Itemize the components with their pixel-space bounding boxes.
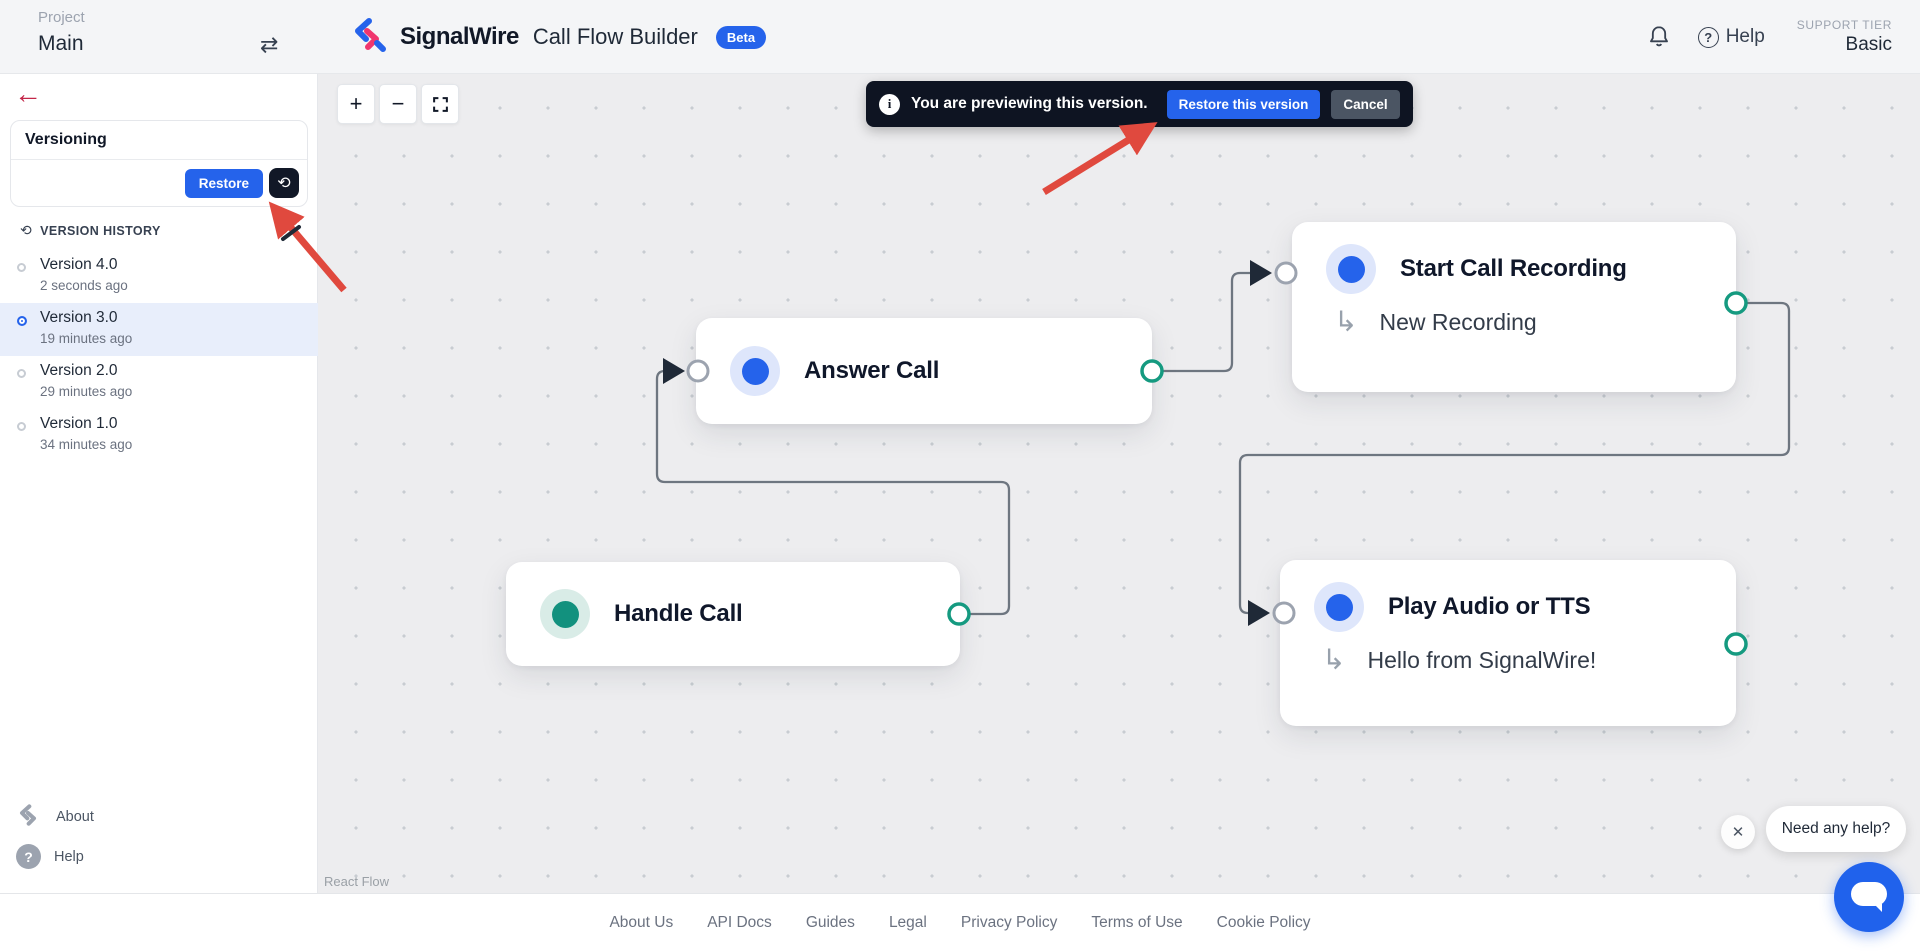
output-handle[interactable] (1724, 291, 1748, 315)
preview-message: You are previewing this version. (911, 95, 1148, 112)
footer-link-privacy-policy[interactable]: Privacy Policy (960, 913, 1058, 931)
restore-button[interactable]: Restore (184, 168, 263, 198)
input-handle[interactable] (1274, 261, 1298, 285)
node-start-call-recording[interactable]: Start Call Recording ↳ New Recording (1292, 222, 1736, 392)
footer: About Us API Docs Guides Legal Privacy P… (0, 893, 1920, 951)
signalwire-glyph-icon (20, 804, 36, 826)
version-time: 34 minutes ago (40, 437, 133, 452)
version-history-title: VERSION HISTORY (40, 223, 161, 238)
version-history-toggle-button[interactable]: ⟲ (269, 168, 299, 198)
history-icon: ⟲ (20, 222, 33, 238)
version-radio (17, 316, 27, 326)
node-title: Handle Call (614, 600, 743, 627)
signalwire-logo (355, 18, 386, 52)
node-dot (1326, 244, 1376, 294)
version-name: Version 2.0 (40, 362, 118, 379)
preview-banner: i You are previewing this version. Resto… (866, 81, 1413, 127)
switch-project-icon[interactable]: ⇄ (260, 32, 279, 57)
page-title: Call Flow Builder (532, 24, 698, 49)
version-name: Version 4.0 (40, 256, 118, 273)
output-handle[interactable] (947, 602, 971, 626)
cancel-button[interactable]: Cancel (1331, 89, 1400, 119)
footer-link-legal[interactable]: Legal (888, 913, 927, 931)
support-tier-value: Basic (1845, 34, 1892, 55)
beta-badge: Beta (715, 25, 767, 49)
version-radio (17, 422, 26, 431)
output-handle[interactable] (1724, 632, 1748, 656)
sidebar-help-button[interactable]: ? Help (16, 844, 84, 869)
fullscreen-icon (432, 96, 448, 112)
support-tier-label: SUPPORT TIER (1796, 18, 1892, 32)
about-label: About (56, 809, 94, 825)
versioning-panel-title: Versioning (11, 121, 307, 160)
project-name: Main (38, 32, 84, 55)
back-button[interactable]: ← (14, 78, 42, 109)
canvas-controls: + − (337, 84, 459, 124)
version-name: Version 1.0 (40, 415, 118, 432)
branch-arrow-icon: ↳ (1322, 644, 1346, 675)
branch-arrow-icon: ↳ (1334, 306, 1358, 337)
history-icon: ⟲ (277, 175, 291, 192)
output-handle[interactable] (1140, 359, 1164, 383)
node-dot (1314, 582, 1364, 632)
close-icon: ✕ (1731, 824, 1745, 841)
question-icon: ? (1697, 26, 1719, 48)
fullscreen-button[interactable] (421, 84, 459, 124)
node-handle-call[interactable]: Handle Call (506, 562, 960, 666)
node-subtitle: New Recording (1379, 308, 1537, 335)
version-list: Version 4.0 2 seconds ago Version 3.0 19… (0, 250, 318, 462)
app-header: Project Main ⇄ SignalWire Call Flow Buil… (0, 0, 1920, 74)
restore-this-version-button[interactable]: Restore this version (1166, 89, 1321, 119)
version-radio (17, 369, 26, 378)
footer-link-api-docs[interactable]: API Docs (707, 913, 772, 931)
footer-link-guides[interactable]: Guides (805, 913, 855, 931)
version-item[interactable]: Version 2.0 29 minutes ago (0, 356, 318, 409)
node-title: Start Call Recording (1400, 255, 1627, 282)
zoom-out-button[interactable]: − (379, 84, 417, 124)
chat-bubble-icon (1851, 882, 1887, 912)
version-history-header: ⟲ VERSION HISTORY (20, 222, 161, 239)
node-subtitle: Hello from SignalWire! (1367, 646, 1597, 673)
chat-launcher-button[interactable] (1834, 862, 1904, 932)
brand: SignalWire Call Flow Builder Beta (352, 0, 767, 74)
header-help-label: Help (1725, 26, 1765, 47)
input-handle[interactable] (686, 359, 710, 383)
node-title: Play Audio or TTS (1388, 593, 1591, 620)
footer-link-about-us[interactable]: About Us (609, 913, 674, 931)
version-name: Version 3.0 (40, 309, 118, 326)
version-time: 19 minutes ago (40, 331, 133, 346)
info-icon: i (879, 93, 900, 115)
help-label: Help (54, 848, 84, 865)
support-tier: SUPPORT TIER Basic (1797, 18, 1892, 56)
notifications-bell-icon[interactable] (1646, 24, 1672, 50)
flow-canvas[interactable]: + − React Flow (318, 74, 1920, 893)
versioning-panel: Versioning Restore ⟲ (10, 120, 308, 207)
node-dot (730, 346, 780, 396)
footer-link-cookie-policy[interactable]: Cookie Policy (1216, 913, 1311, 931)
versioning-sidebar: ← Versioning Restore ⟲ ⟲ VERSION HISTORY… (0, 74, 318, 893)
header-help-button[interactable]: ? Help (1697, 26, 1765, 48)
footer-link-terms-of-use[interactable]: Terms of Use (1091, 913, 1183, 931)
version-radio (17, 263, 26, 272)
zoom-in-button[interactable]: + (337, 84, 375, 124)
version-item-selected[interactable]: Version 3.0 19 minutes ago (0, 303, 318, 356)
node-answer-call[interactable]: Answer Call (696, 318, 1152, 424)
help-icon: ? (16, 844, 41, 869)
node-play-audio-tts[interactable]: Play Audio or TTS ↳ Hello from SignalWir… (1280, 560, 1736, 726)
sidebar-about-button[interactable]: About (18, 804, 94, 830)
chat-tooltip[interactable]: Need any help? (1766, 806, 1906, 852)
chat-tooltip-label: Need any help? (1781, 820, 1891, 837)
input-handle[interactable] (1272, 601, 1296, 625)
project-label: Project (38, 9, 85, 26)
chat-tooltip-close-button[interactable]: ✕ (1721, 815, 1755, 849)
version-item[interactable]: Version 1.0 34 minutes ago (0, 409, 318, 462)
node-dot (540, 589, 590, 639)
version-item[interactable]: Version 4.0 2 seconds ago (0, 250, 318, 303)
brand-name: SignalWire (400, 23, 519, 50)
version-time: 29 minutes ago (40, 384, 133, 399)
reactflow-attribution: React Flow (324, 874, 390, 889)
version-time: 2 seconds ago (40, 278, 128, 293)
node-title: Answer Call (804, 357, 940, 384)
